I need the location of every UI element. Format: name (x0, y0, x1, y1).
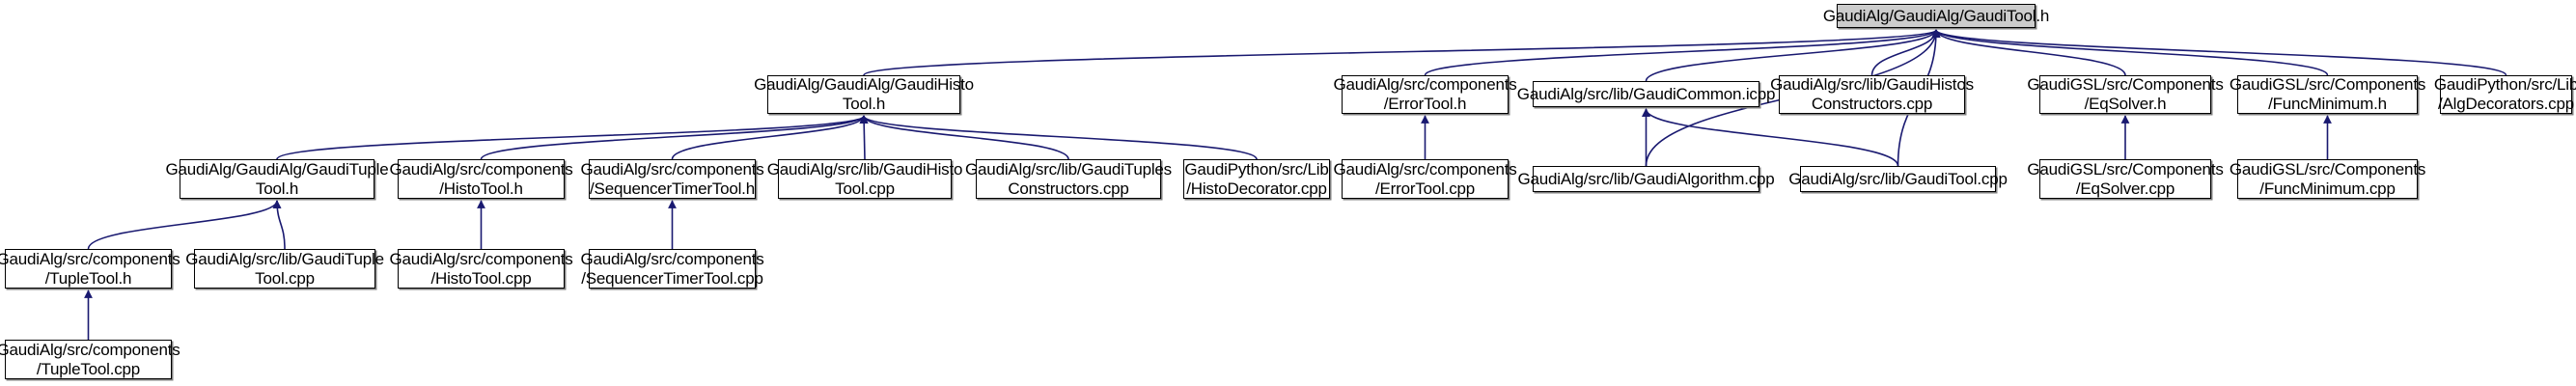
graph-node-gauditool_h[interactable]: GaudiAlg/GaudiAlg/GaudiTool.h (1823, 4, 2049, 28)
graph-edge (480, 115, 869, 160)
graph-node-gaudihistotool_h[interactable]: GaudiAlg/GaudiAlg/GaudiHisto Tool.h (754, 75, 974, 114)
graph-edge (1931, 29, 2507, 76)
graph-node-tupletool_h[interactable]: GaudiAlg/src/components /TupleTool.h (0, 249, 180, 289)
graph-edge (1931, 29, 2329, 76)
graph-node-funcminimum_h[interactable]: GaudiGSL/src/Components /FuncMinimum.h (2229, 75, 2426, 114)
graph-edge (863, 29, 1941, 76)
graph-node-gauditool_cpp[interactable]: GaudiAlg/src/lib/GaudiTool.cpp (1788, 166, 2008, 192)
graph-node-algdecorators_cpp[interactable]: GaudiPython/src/Lib /AlgDecorators.cpp (2433, 75, 2576, 114)
graph-edge (87, 200, 282, 250)
graph-node-histotool_h[interactable]: GaudiAlg/src/components /HistoTool.h (389, 159, 573, 199)
graph-node-tupletool_cpp[interactable]: GaudiAlg/src/components /TupleTool.cpp (0, 340, 180, 379)
graph-node-sequencertimertool_h[interactable]: GaudiAlg/src/components /SequencerTimerT… (580, 159, 764, 199)
graph-node-sequencertimertool_cpp[interactable]: GaudiAlg/src/components /SequencerTimerT… (580, 249, 764, 289)
graph-node-gauditupletool_cpp[interactable]: GaudiAlg/src/lib/GaudiTuple Tool.cpp (185, 249, 384, 289)
graph-node-gaudicommon_icpp[interactable]: GaudiAlg/src/lib/GaudiCommon.icpp (1517, 81, 1775, 107)
graph-edge (272, 200, 286, 250)
graph-edge (1870, 29, 1941, 76)
graph-edge (859, 115, 1258, 160)
graph-edge (671, 115, 869, 160)
graph-node-eqsolver_cpp[interactable]: GaudiGSL/src/Components /EqSolver.cpp (2027, 159, 2224, 199)
graph-node-gaudialgorithm_cpp[interactable]: GaudiAlg/src/lib/GaudiAlgorithm.cpp (1517, 166, 1775, 192)
graph-edge (1645, 29, 1941, 82)
graph-node-errortool_cpp[interactable]: GaudiAlg/src/components /ErrorTool.cpp (1333, 159, 1517, 199)
graph-edge (1642, 108, 1899, 167)
graph-node-funcminimum_cpp[interactable]: GaudiGSL/src/Components /FuncMinimum.cpp (2229, 159, 2426, 199)
graph-node-histodecorator_cpp[interactable]: GaudiPython/src/Lib /HistoDecorator.cpp (1183, 159, 1330, 199)
graph-edge (276, 115, 869, 160)
graph-edge (1931, 29, 2126, 76)
graph-edge (859, 115, 869, 160)
graph-edge (1424, 29, 1941, 76)
graph-node-histotool_cpp[interactable]: GaudiAlg/src/components /HistoTool.cpp (389, 249, 573, 289)
graph-edge (859, 115, 1069, 160)
graph-node-eqsolver_h[interactable]: GaudiGSL/src/Components /EqSolver.h (2027, 75, 2224, 114)
graph-node-gaudihistotool_cpp[interactable]: GaudiAlg/src/lib/GaudiHisto Tool.cpp (766, 159, 963, 199)
graph-node-gauditupletool_h[interactable]: GaudiAlg/GaudiAlg/GaudiTuple Tool.h (165, 159, 389, 199)
graph-node-gauditulesconstr_cpp[interactable]: GaudiAlg/src/lib/GaudiTuples Constructor… (965, 159, 1172, 199)
graph-node-errortool_h[interactable]: GaudiAlg/src/components /ErrorTool.h (1333, 75, 1517, 114)
graph-node-gaudihistosconstr_cpp[interactable]: GaudiAlg/src/lib/GaudiHistos Constructor… (1770, 75, 1974, 114)
